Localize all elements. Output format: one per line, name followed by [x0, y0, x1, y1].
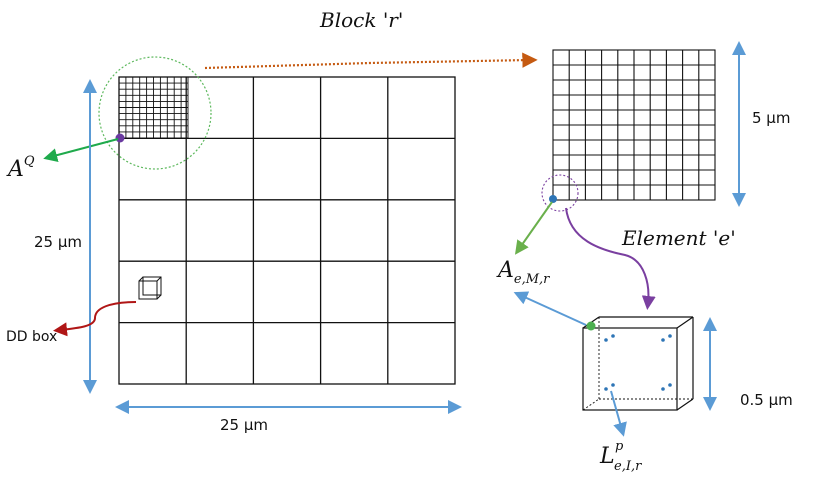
element-highlight-circle	[541, 174, 579, 212]
block-label: Block 'r'	[319, 8, 403, 32]
block-fine-grid-inset	[118, 76, 189, 139]
a-emr-label: Ae,M,r	[496, 258, 550, 287]
cube-corner-arrow	[513, 291, 587, 326]
block-zoom-arrow	[204, 52, 538, 70]
svg-text:e,I,r: e,I,r	[614, 459, 642, 474]
integration-point-arrow	[610, 390, 627, 437]
block-highlight-circle	[98, 56, 212, 170]
dd-box-label: DD box	[6, 329, 57, 345]
dim-25-vertical-label: 25 μm	[34, 233, 82, 251]
dim-05-label: 0.5 μm	[740, 391, 793, 409]
block-corner-node	[115, 133, 125, 143]
element-zoom-arrow	[565, 207, 656, 310]
a-emr-arrow	[514, 201, 553, 255]
dim-5-label: 5 μm	[752, 109, 790, 127]
l-label: L p e,I,r	[599, 439, 642, 474]
element-corner-node	[549, 195, 557, 203]
a-q-label: AQ	[6, 154, 35, 182]
a-q-arrow	[43, 138, 119, 162]
dim-25-horizontal-label: 25 μm	[220, 416, 268, 434]
block-grid	[552, 49, 716, 201]
element-label: Element 'e'	[621, 226, 736, 250]
element-cube-corner-node	[586, 321, 596, 331]
domain-grid	[118, 76, 456, 385]
dd-box-arrow	[53, 301, 137, 337]
element-cube	[582, 316, 694, 411]
svg-text:p: p	[615, 439, 624, 454]
domain-grid-border	[118, 76, 456, 385]
dd-box-cube	[138, 276, 162, 300]
integration-points	[604, 334, 672, 391]
svg-text:L: L	[599, 444, 615, 469]
